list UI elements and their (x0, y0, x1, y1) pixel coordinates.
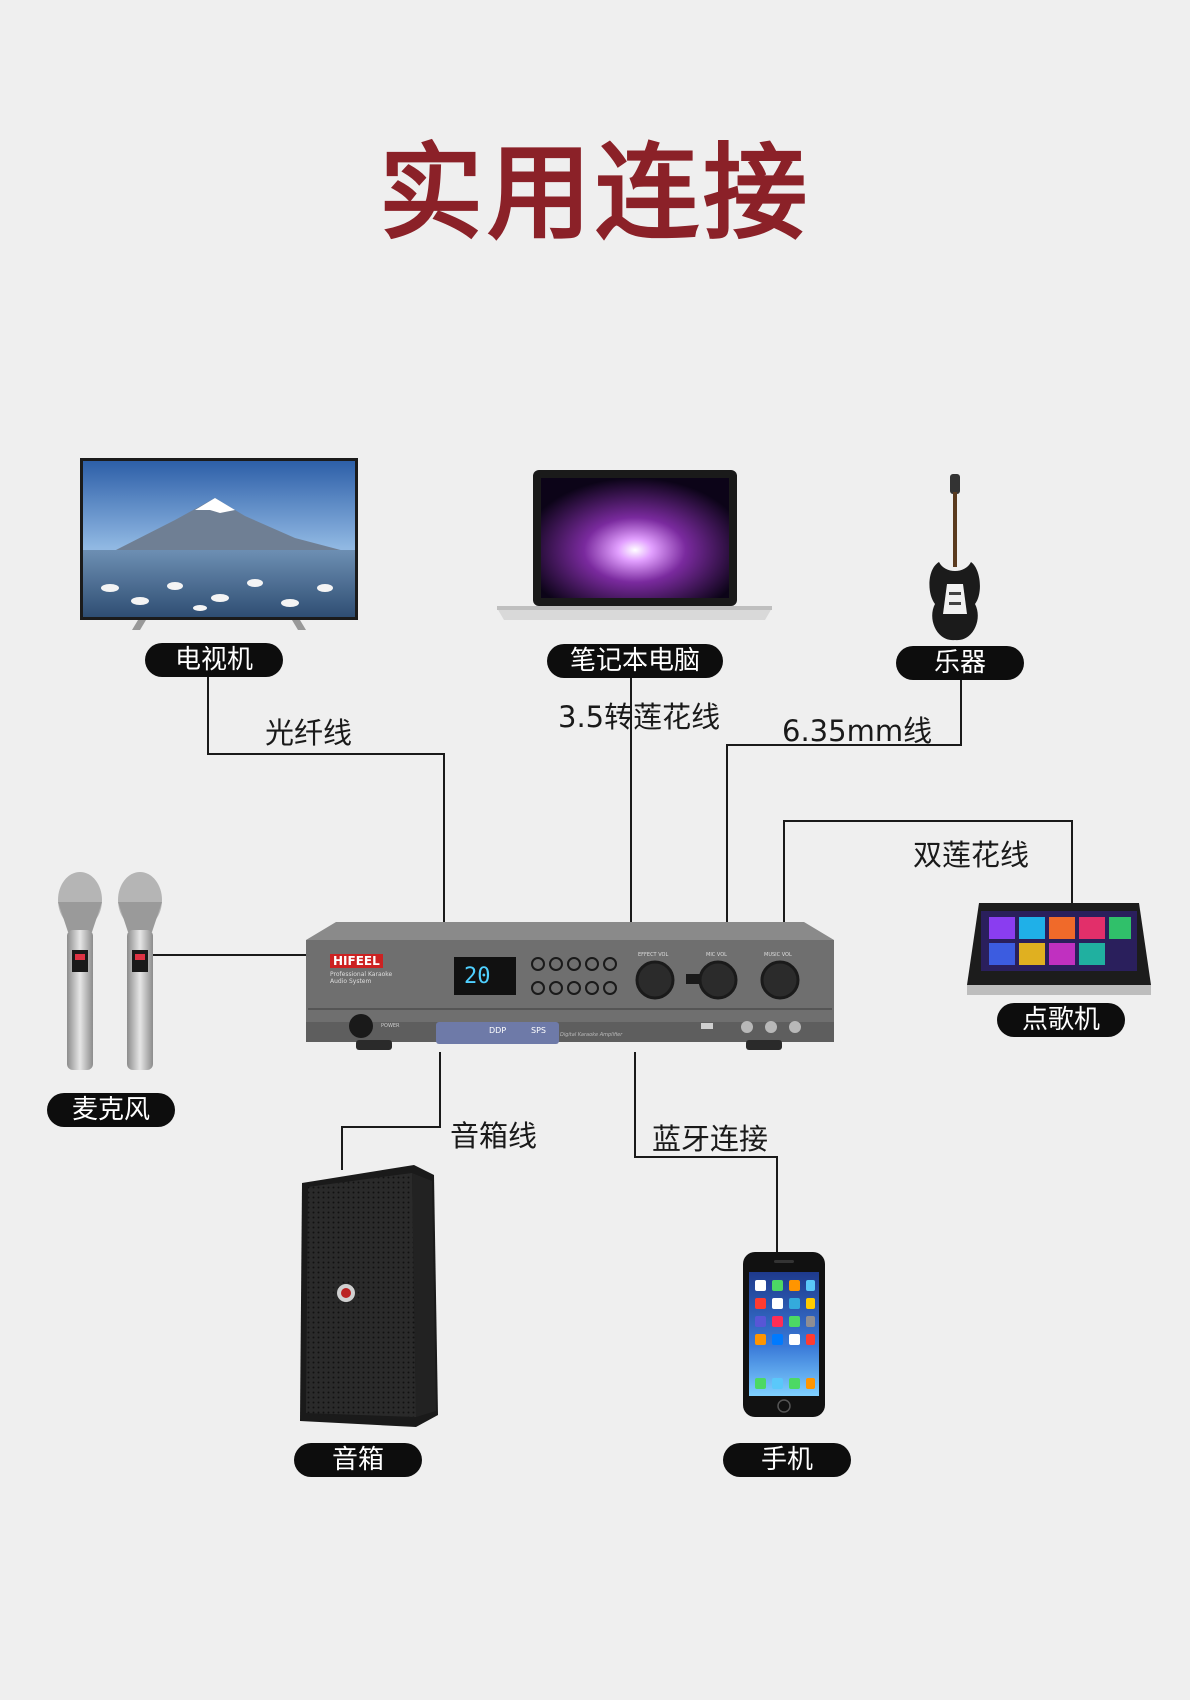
jack635-cable-label: 6.35mm线 (782, 714, 933, 748)
power-label: POWER (381, 1023, 400, 1029)
laptop-image (497, 470, 772, 625)
page-title: 实用连接 (378, 132, 811, 254)
tv-label: 电视机 (145, 643, 283, 677)
mic-vol-knob-label: MIC VOL (706, 952, 727, 958)
microphone-label: 麦克风 (47, 1093, 175, 1127)
amp-display: 20 (464, 964, 491, 989)
microphone-image (50, 872, 170, 1077)
ktv-machine-image (967, 903, 1151, 998)
instrument-label: 乐器 (896, 646, 1024, 680)
speaker-wire-label: 音箱线 (450, 1119, 538, 1153)
phone-label: 手机 (723, 1443, 851, 1477)
laptop-label: 笔记本电脑 (547, 644, 723, 678)
tv-image (80, 458, 358, 630)
dual-rca-cable-label: 双莲花线 (913, 838, 1030, 872)
rca35-cable-label: 3.5转莲花线 (558, 700, 721, 734)
ktv-machine-label: 点歌机 (997, 1003, 1125, 1037)
music-vol-knob-label: MUSIC VOL (764, 952, 792, 958)
amp-footer: Digital Karaoke Amplifier (560, 1032, 623, 1038)
amp-tagline: Professional Karaoke Audio System (330, 971, 393, 985)
fiber-cable-label: 光纤线 (265, 716, 353, 750)
guitar-image (925, 474, 985, 644)
bluetooth-label: 蓝牙连接 (652, 1122, 769, 1156)
amplifier-image: HIFEEL Professional Karaoke Audio System… (306, 922, 834, 1057)
ddp-badge: DDP (489, 1026, 507, 1035)
speaker-label: 音箱 (294, 1443, 422, 1477)
speaker-image (296, 1165, 438, 1427)
sps-badge: SPS (531, 1026, 546, 1035)
amp-brand: HIFEEL (330, 954, 383, 968)
effect-vol-knob-label: EFFECT VOL (638, 952, 669, 958)
phone-image (743, 1252, 825, 1417)
